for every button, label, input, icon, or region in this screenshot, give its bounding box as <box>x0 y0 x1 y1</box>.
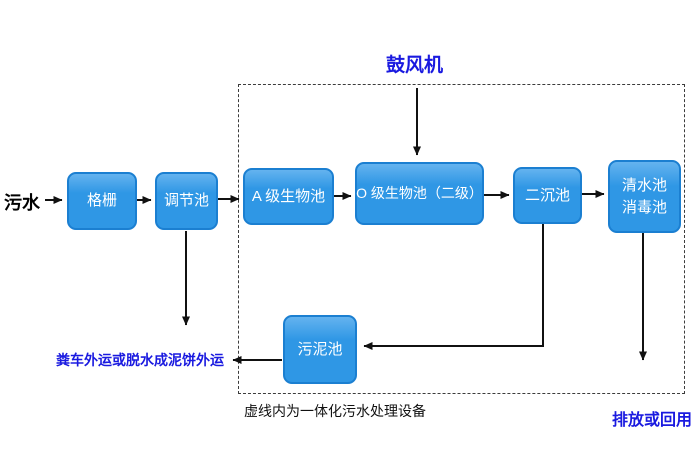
node-grid: 格栅 <box>67 172 137 230</box>
node-regulating-tank-label: 调节池 <box>163 192 209 210</box>
inflow-label: 污水 <box>4 193 40 213</box>
node-a-bio-tank-label: A 级生物池 <box>251 187 326 205</box>
node-a-bio-tank: A 级生物池 <box>243 168 334 225</box>
arrow-secondary-to-sludge <box>363 224 544 350</box>
discharge-label: 排放或回用 <box>612 412 693 429</box>
node-clear-water-label: 清水池 <box>621 176 667 194</box>
blower-label: 鼓风机 <box>386 55 444 76</box>
node-sludge-tank-label: 污泥池 <box>297 340 343 358</box>
node-disinfection-label: 消毒池 <box>621 198 667 216</box>
sludge-disposal-label: 粪车外运或脱水成泥饼外运 <box>56 352 224 368</box>
equipment-boundary-dashed-box <box>238 84 685 394</box>
node-secondary-sedimentation-label: 二沉池 <box>524 186 570 204</box>
node-o-bio-tank: O 级生物池（二级） <box>355 162 484 225</box>
node-clear-water-disinfection-tank: 清水池 消毒池 <box>608 160 681 233</box>
boundary-note-label: 虚线内为一体化污水处理设备 <box>244 403 426 419</box>
node-o-bio-tank-label: O 级生物池（二级） <box>356 185 483 202</box>
node-regulating-tank: 调节池 <box>155 172 218 230</box>
node-grid-label: 格栅 <box>86 192 117 210</box>
node-secondary-sedimentation-tank: 二沉池 <box>513 167 582 224</box>
node-sludge-tank: 污泥池 <box>283 315 357 384</box>
